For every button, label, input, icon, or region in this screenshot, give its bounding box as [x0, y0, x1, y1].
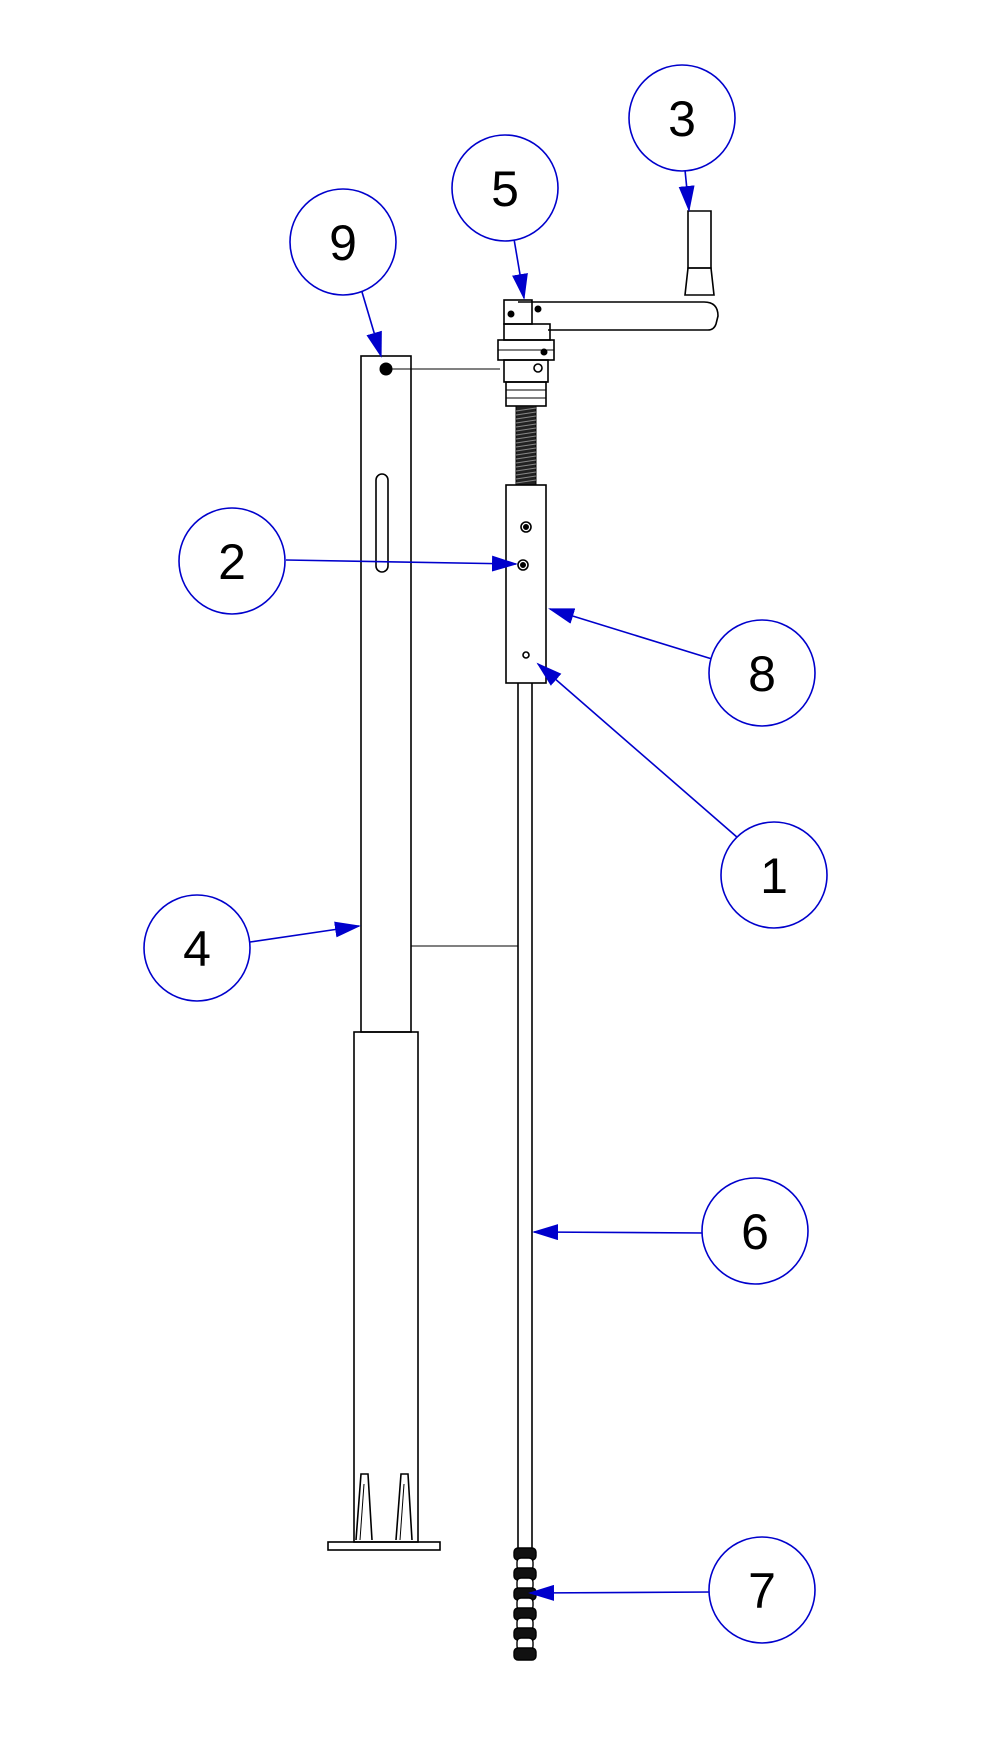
- svg-text:8: 8: [748, 646, 776, 702]
- leader-3: [678, 169, 695, 212]
- svg-text:9: 9: [329, 215, 357, 271]
- callout-1: 1: [720, 821, 828, 929]
- rod: [517, 683, 533, 1548]
- svg-text:1: 1: [760, 848, 788, 904]
- svg-text:7: 7: [748, 1563, 776, 1619]
- leader-6: [532, 1224, 705, 1241]
- leader-7: [528, 1584, 713, 1601]
- svg-text:3: 3: [668, 91, 696, 147]
- outer-tube: [360, 355, 412, 1033]
- svg-text:2: 2: [218, 534, 246, 590]
- leader-4: [249, 921, 361, 943]
- svg-text:4: 4: [183, 921, 211, 977]
- leader-2: [285, 555, 518, 572]
- leader-8: [548, 608, 713, 660]
- callout-7: 7: [708, 1536, 816, 1644]
- callout-3: 3: [628, 64, 736, 172]
- chain: [513, 1547, 537, 1661]
- svg-text:5: 5: [491, 161, 519, 217]
- callout-4: 4: [143, 894, 251, 1002]
- inner-leg: [327, 1031, 441, 1551]
- callout-8: 8: [708, 619, 816, 727]
- crank-assembly: [497, 210, 719, 407]
- callout-9: 9: [289, 188, 397, 296]
- leader-5: [512, 238, 528, 300]
- svg-text:6: 6: [741, 1204, 769, 1260]
- callout-2: 2: [178, 507, 286, 615]
- leader-lines: [249, 169, 739, 1601]
- leader-9: [361, 291, 382, 358]
- callout-5: 5: [451, 134, 559, 242]
- callout-6: 6: [701, 1177, 809, 1285]
- threaded-screw: [515, 405, 537, 486]
- leader-1: [536, 662, 739, 839]
- housing: [505, 484, 547, 684]
